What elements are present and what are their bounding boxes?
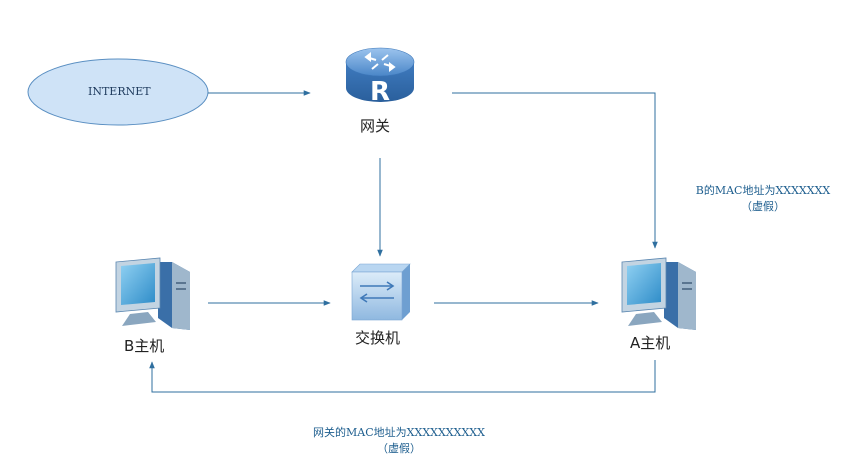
- b-mac-note-line2: （虚假）: [741, 200, 785, 213]
- switch-icon: [351, 263, 411, 321]
- switch-label: 交换机: [355, 329, 401, 347]
- gateway-mac-note: 网关的MAC地址为XXXXXXXXXX （虚假）: [304, 424, 494, 456]
- gateway-label: 网关: [360, 117, 391, 135]
- edge-host-a-host-b: [149, 360, 656, 393]
- b-mac-note-line1: B的MAC地址为XXXXXXX: [695, 184, 831, 197]
- b-mac-note: B的MAC地址为XXXXXXX （虚假）: [688, 182, 838, 214]
- host-a-computer-icon: [621, 257, 696, 330]
- host-b-computer-icon: [115, 257, 190, 330]
- host-a-label: A主机: [630, 334, 671, 352]
- internet-label: INTERNET: [88, 85, 151, 98]
- edge-gateway-host-a: [452, 92, 658, 249]
- gateway-mac-note-line1: 网关的MAC地址为XXXXXXXXXX: [313, 426, 485, 439]
- host-b-label: B主机: [124, 337, 165, 355]
- router-icon: R: [345, 47, 415, 107]
- router-letter: R: [370, 77, 390, 107]
- internet-cloud: [27, 58, 209, 126]
- gateway-mac-note-line2: （虚假）: [377, 442, 421, 455]
